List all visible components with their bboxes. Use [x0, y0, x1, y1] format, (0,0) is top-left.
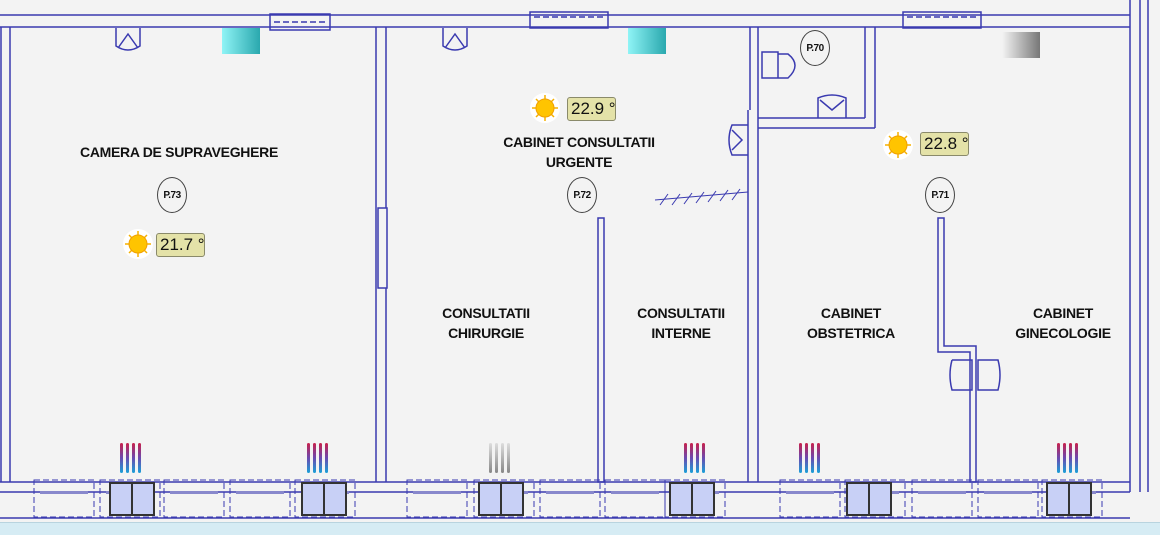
radiator-icon — [1069, 443, 1072, 473]
radiator-icon — [501, 443, 504, 473]
room-name-p73: CAMERA DE SUPRAVEGHERE — [80, 144, 278, 160]
room-number-tag[interactable]: P.71 — [925, 177, 955, 213]
radiator-icon — [702, 443, 705, 473]
window-frame — [844, 479, 906, 518]
window-frame — [539, 479, 601, 518]
radiator-icon — [1075, 443, 1078, 473]
window-icon — [478, 482, 502, 516]
sun-icon[interactable] — [530, 93, 560, 123]
temperature-readout[interactable]: 21.7 °C — [156, 233, 205, 257]
temperature-readout[interactable]: 22.8 °C — [920, 132, 969, 156]
radiator-icon — [325, 443, 328, 473]
window-frame — [779, 479, 841, 518]
window-icon — [323, 482, 347, 516]
radiator-icon — [307, 443, 310, 473]
window-icon — [868, 482, 892, 516]
window-frame — [229, 479, 291, 518]
window-icon — [1046, 482, 1070, 516]
radiator-icon — [313, 443, 316, 473]
window-icon — [131, 482, 155, 516]
radiator-icon — [138, 443, 141, 473]
radiator-icon — [684, 443, 687, 473]
radiator-icon — [507, 443, 510, 473]
radiator-icon — [817, 443, 820, 473]
window-frame — [911, 479, 973, 518]
room-number-tag[interactable]: P.70 — [800, 30, 830, 66]
temperature-readout[interactable]: 22.9 °C — [567, 97, 616, 121]
radiator-icon — [495, 443, 498, 473]
radiator-icon — [696, 443, 699, 473]
window-icon — [669, 482, 693, 516]
ac-unit-icon — [222, 28, 260, 54]
room-number-tag[interactable]: P.73 — [157, 177, 187, 213]
radiator-icon — [1063, 443, 1066, 473]
radiator-icon — [690, 443, 693, 473]
radiator-icon — [489, 443, 492, 473]
room-number-tag[interactable]: P.72 — [567, 177, 597, 213]
radiator-icon — [120, 443, 123, 473]
radiator-icon — [805, 443, 808, 473]
bottom-panel — [0, 522, 1160, 535]
window-frame — [163, 479, 225, 518]
radiator-icon — [132, 443, 135, 473]
ac-unit-icon — [1002, 32, 1040, 58]
window-frame — [33, 479, 95, 518]
sun-icon[interactable] — [123, 229, 153, 259]
window-frame — [406, 479, 468, 518]
window-icon — [846, 482, 870, 516]
window-frame — [604, 479, 666, 518]
window-frame — [1041, 479, 1103, 518]
window-frame — [99, 479, 161, 518]
window-icon — [109, 482, 133, 516]
radiator-icon — [319, 443, 322, 473]
radiator-icon — [799, 443, 802, 473]
ac-unit-icon — [628, 28, 666, 54]
window-icon — [301, 482, 325, 516]
sun-icon[interactable] — [883, 130, 913, 160]
radiator-icon — [811, 443, 814, 473]
window-frame — [473, 479, 535, 518]
window-icon — [500, 482, 524, 516]
radiator-icon — [1057, 443, 1060, 473]
radiator-icon — [126, 443, 129, 473]
window-icon — [691, 482, 715, 516]
window-frame — [294, 479, 356, 518]
window-frame — [977, 479, 1039, 518]
window-icon — [1068, 482, 1092, 516]
window-frame — [664, 479, 726, 518]
